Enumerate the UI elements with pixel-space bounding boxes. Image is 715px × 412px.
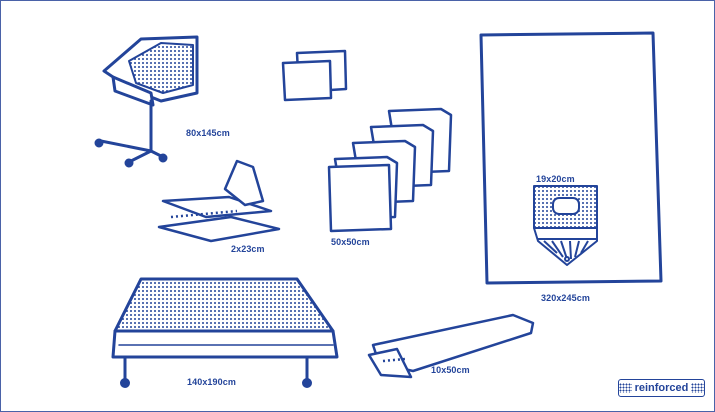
label-drape-strip: 10x50cm bbox=[431, 365, 470, 375]
label-table-cover: 140x190cm bbox=[187, 377, 236, 387]
back-table-cover-icon bbox=[113, 279, 337, 387]
label-fenestration: 19x20cm bbox=[536, 174, 575, 184]
label-drape-stack: 50x50cm bbox=[331, 237, 370, 247]
reinforced-label: reinforced bbox=[635, 382, 689, 394]
adhesive-tape-strips-icon bbox=[159, 161, 279, 241]
drape-stack-icon bbox=[329, 109, 451, 231]
hand-towels-icon bbox=[283, 51, 346, 100]
instrument-tray-stand-icon bbox=[96, 37, 197, 166]
reinforced-pattern-icon bbox=[691, 383, 704, 393]
label-tray-cover: 80x145cm bbox=[186, 128, 230, 138]
label-tape-strips: 2x23cm bbox=[231, 244, 265, 254]
reinforced-legend-badge: reinforced bbox=[618, 379, 705, 397]
reinforced-pattern-icon bbox=[619, 383, 632, 393]
label-large-drape: 320x245cm bbox=[541, 293, 590, 303]
